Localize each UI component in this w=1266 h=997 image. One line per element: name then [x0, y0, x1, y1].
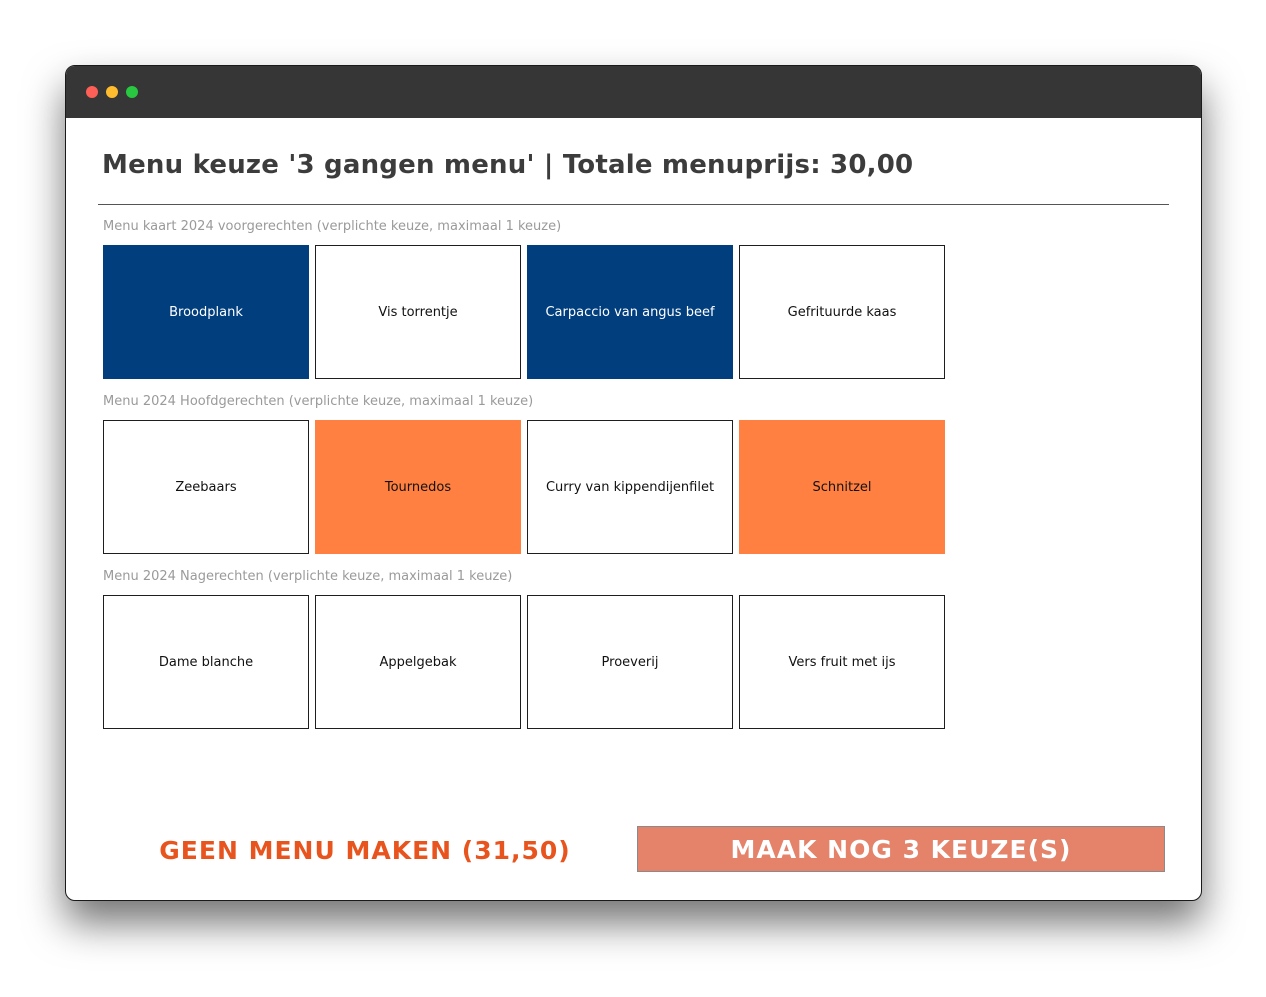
option-tile[interactable]: Dame blanche [103, 595, 309, 729]
section-label-voorgerechten: Menu kaart 2024 voorgerechten (verplicht… [103, 219, 562, 234]
no-menu-button[interactable]: GEEN MENU MAKEN (31,50) [138, 826, 592, 874]
option-tile[interactable]: Broodplank [103, 245, 309, 379]
option-group-voorgerechten: Broodplank Vis torrentje Carpaccio van a… [103, 245, 945, 379]
title-divider [98, 204, 1169, 205]
close-window-button[interactable] [86, 86, 98, 98]
option-tile[interactable]: Schnitzel [739, 420, 945, 554]
option-tile[interactable]: Vers fruit met ijs [739, 595, 945, 729]
maximize-window-button[interactable] [126, 86, 138, 98]
option-tile[interactable]: Zeebaars [103, 420, 309, 554]
page-title: Menu keuze '3 gangen menu' | Totale menu… [102, 150, 914, 180]
title-bar [66, 66, 1201, 118]
option-tile[interactable]: Appelgebak [315, 595, 521, 729]
option-tile[interactable]: Carpaccio van angus beef [527, 245, 733, 379]
option-group-nagerechten: Dame blanche Appelgebak Proeverij Vers f… [103, 595, 945, 729]
option-tile[interactable]: Vis torrentje [315, 245, 521, 379]
minimize-window-button[interactable] [106, 86, 118, 98]
app-window: Menu keuze '3 gangen menu' | Totale menu… [65, 65, 1202, 901]
option-tile[interactable]: Curry van kippendijenfilet [527, 420, 733, 554]
section-label-nagerechten: Menu 2024 Nagerechten (verplichte keuze,… [103, 569, 513, 584]
option-tile[interactable]: Proeverij [527, 595, 733, 729]
option-group-hoofdgerechten: Zeebaars Tournedos Curry van kippendijen… [103, 420, 945, 554]
section-label-hoofdgerechten: Menu 2024 Hoofdgerechten (verplichte keu… [103, 394, 534, 409]
make-choices-button[interactable]: MAAK NOG 3 KEUZE(S) [637, 826, 1165, 872]
option-tile[interactable]: Gefrituurde kaas [739, 245, 945, 379]
option-tile[interactable]: Tournedos [315, 420, 521, 554]
